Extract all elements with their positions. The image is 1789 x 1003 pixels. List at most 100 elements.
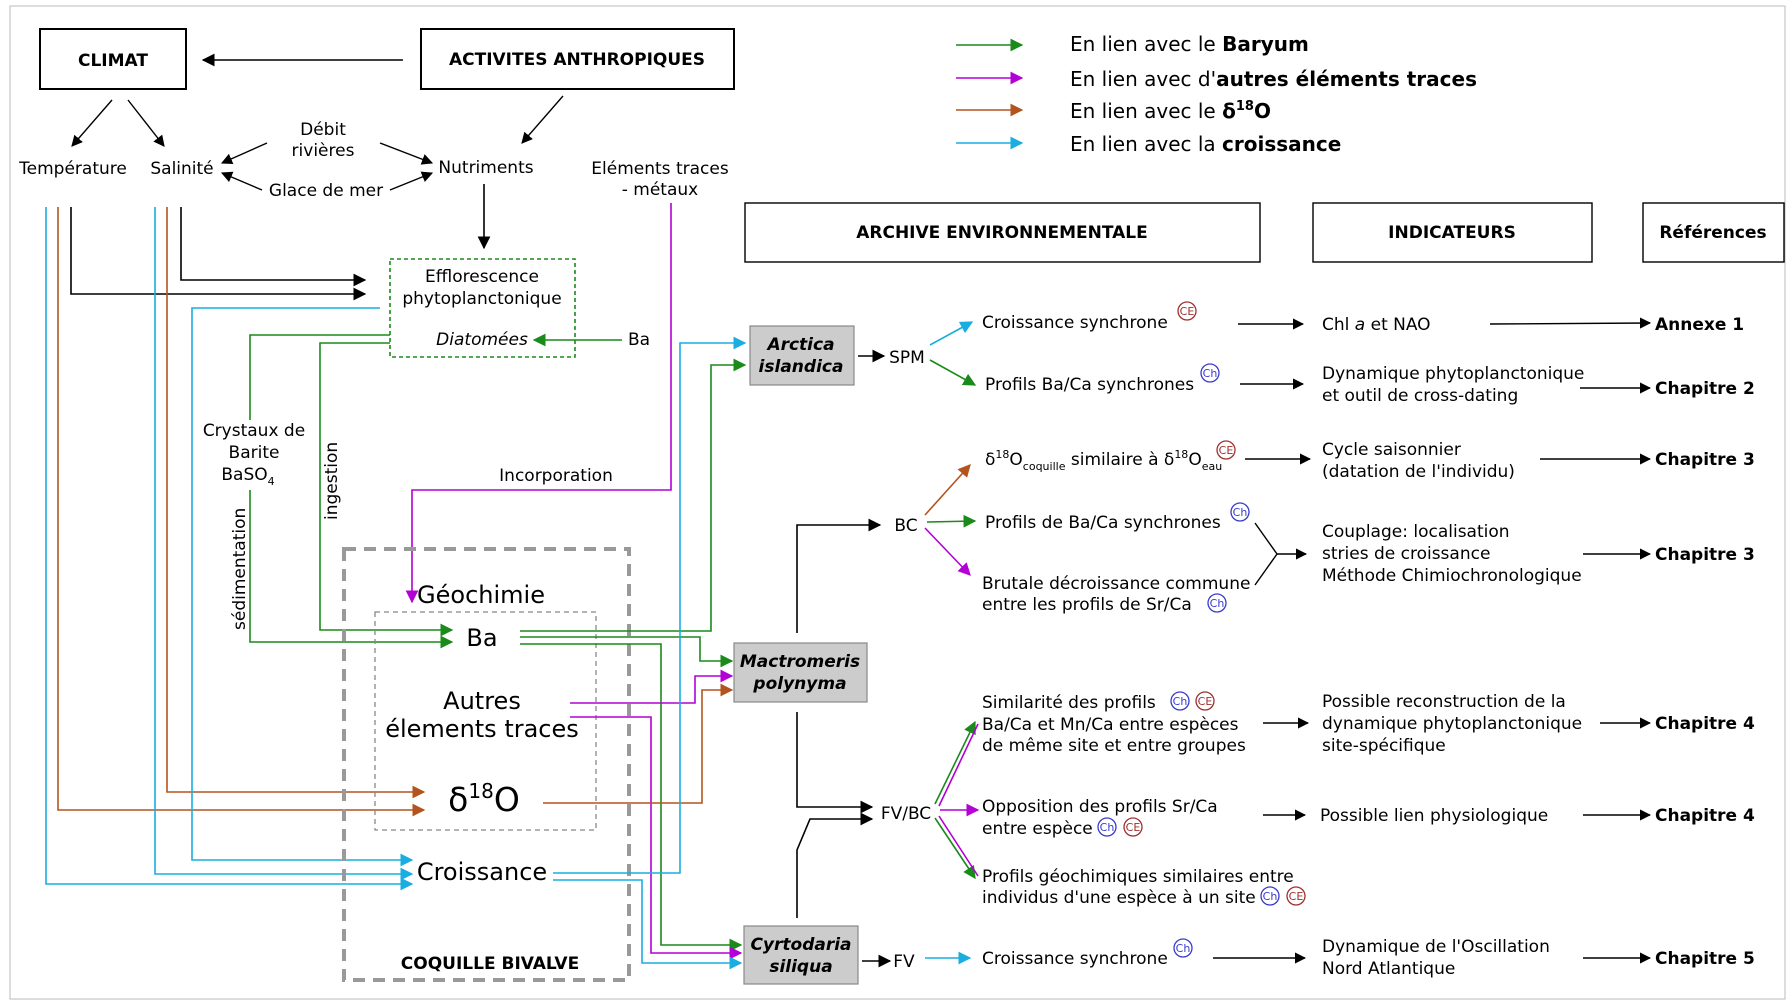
- result-4: Profils de Ba/Ca synchrones: [985, 513, 1221, 533]
- activites-to-nutriments-arrow: [521, 95, 564, 144]
- incorporation-arrow: [405, 203, 672, 604]
- bloom-label-line1: Efflorescence: [425, 267, 539, 287]
- climat-box: [39, 28, 187, 90]
- arctica-label-line2: islandica: [759, 357, 844, 377]
- temperature-to-delta-arrow: [57, 207, 426, 817]
- delta-label: δ18O: [448, 779, 520, 819]
- outer-frame: [9, 5, 1786, 1000]
- svg-text:Ch: Ch: [1263, 890, 1278, 903]
- indicator-6: Possible lien physiologique: [1320, 806, 1548, 826]
- indicator-1: Chl a et NAO: [1322, 315, 1431, 335]
- svg-text:Ch: Ch: [1203, 367, 1218, 380]
- fvbc-to-r8-arrow-green: [934, 817, 976, 880]
- autres-to-mactromeris-arrow: [570, 669, 734, 704]
- spm-to-r1-arrow: [929, 321, 974, 346]
- site-spm: SPM: [889, 348, 925, 368]
- ch-badge: Ch: [1170, 691, 1190, 711]
- geochimie-inner-box: [374, 611, 597, 831]
- temperature-label: Température: [18, 159, 127, 179]
- geochimie-label: Géochimie: [417, 581, 545, 609]
- site-fvbc: FV/BC: [881, 804, 931, 824]
- reference-3: Chapitre 3: [1655, 450, 1755, 470]
- ce-badge: CE: [1195, 691, 1215, 711]
- spm-to-r2-arrow: [929, 359, 977, 386]
- result-6-line1: Similarité des profils: [982, 693, 1156, 713]
- mactromeris-to-bc-arrow: [796, 518, 882, 633]
- reference-6: Chapitre 4: [1655, 806, 1755, 826]
- elements-label-line2: - métaux: [622, 180, 698, 200]
- indicateurs-header-box: [1312, 202, 1593, 263]
- indicator-2-line1: Dynamique phytoplanctonique: [1322, 364, 1584, 384]
- shell-ba-label: Ba: [466, 624, 497, 652]
- archive-header-box: [744, 202, 1261, 263]
- ch-badge: Ch: [1230, 502, 1250, 522]
- ch-badge: Ch: [1097, 817, 1117, 837]
- site-fv: FV: [893, 952, 915, 972]
- debit-to-nutriments-arrow: [379, 142, 434, 165]
- fvbc-to-r6-arrow-purple: [938, 723, 979, 807]
- legend-barium-label: En lien avec le Baryum: [1070, 32, 1309, 56]
- ce-badge: CE: [1286, 886, 1306, 906]
- sedimentation-label: sédimentation: [230, 508, 250, 630]
- bloom-ba-label: Ba: [628, 330, 650, 350]
- result-3: δ18Ocoquille similaire à δ18Oeau: [985, 448, 1222, 473]
- glace-to-nutriments-arrow: [389, 171, 434, 191]
- reference-2: Chapitre 2: [1655, 379, 1755, 399]
- svg-text:Ch: Ch: [1210, 597, 1225, 610]
- delta-to-mactromeris-arrow: [543, 683, 734, 804]
- salinite-to-croissance-arrow: [154, 207, 414, 881]
- cyrtodaria-to-fvbc-arrow: [796, 812, 874, 918]
- legend-delta18o-label: En lien avec le δ18O: [1070, 99, 1271, 123]
- ingestion-arrow: [319, 342, 454, 637]
- i1-to-ref1-arrow: [1489, 317, 1652, 329]
- result-5-line2: entre les profils de Sr/Ca: [982, 595, 1192, 615]
- indicator-3-line2: (datation de l'individu): [1322, 462, 1515, 482]
- croissance-label: Croissance: [417, 858, 547, 886]
- bloom-to-croissance-arrow: [191, 307, 414, 867]
- arctica-box: [749, 325, 855, 386]
- references-header: Références: [1659, 223, 1766, 243]
- result-8-line1: Profils géochimiques similaires entre: [982, 867, 1294, 887]
- debit-label-line1: Débit: [300, 120, 346, 140]
- temperature-to-croissance-arrow: [45, 207, 414, 891]
- indicateurs-header: INDICATEURS: [1388, 223, 1516, 243]
- indicator-5-line3: site-spécifique: [1322, 736, 1446, 756]
- ba-to-arctica-arrow: [520, 358, 747, 632]
- cyrtodaria-label-line1: Cyrtodaria: [750, 935, 851, 955]
- nutriments-label: Nutriments: [438, 158, 533, 178]
- svg-text:Ch: Ch: [1233, 506, 1248, 519]
- indicator-7-line2: Nord Atlantique: [1322, 959, 1455, 979]
- autres-label-line2: élements traces: [385, 715, 579, 743]
- reference-4: Chapitre 3: [1655, 545, 1755, 565]
- indicator-4-line2: stries de croissance: [1322, 544, 1490, 564]
- climat-label: CLIMAT: [78, 51, 148, 71]
- mactromeris-box: [733, 642, 868, 703]
- ch-badge: Ch: [1260, 886, 1280, 906]
- result-7-line1: Opposition des profils Sr/Ca: [982, 797, 1218, 817]
- ch-badge: Ch: [1173, 938, 1193, 958]
- bloom-label-line2: phytoplanctonique: [402, 289, 561, 309]
- elements-label-line1: Eléments traces: [591, 159, 729, 179]
- glace-to-salinite-arrow: [220, 171, 263, 191]
- mactromeris-to-fvbc-arrow: [796, 712, 874, 814]
- r4r5-to-i4-bracket: [1254, 522, 1278, 586]
- debit-label-line2: rivières: [292, 141, 355, 161]
- result-9: Croissance synchrone: [982, 949, 1168, 969]
- croissance-to-arctica-arrow: [553, 336, 747, 874]
- bc-to-r4-arrow: [926, 514, 977, 528]
- sedimentation-path: [249, 334, 390, 420]
- activites-label: ACTIVITES ANTHROPIQUES: [449, 50, 705, 70]
- ch-badge: Ch: [1200, 363, 1220, 383]
- reference-7: Chapitre 5: [1655, 949, 1755, 969]
- ce-badge: CE: [1177, 301, 1197, 321]
- mactromeris-label-line2: polynyma: [752, 674, 846, 694]
- indicator-7-line1: Dynamique de l'Oscillation: [1322, 937, 1550, 957]
- shell-outer-box: [342, 547, 631, 982]
- ba-to-mactromeris-arrow: [520, 636, 734, 668]
- diatomees-label: Diatomées: [436, 330, 528, 350]
- croissance-to-cyrtodaria-arrow: [553, 879, 743, 970]
- temperature-to-bloom-arrow: [70, 207, 367, 301]
- ba-to-cyrtodaria-arrow: [520, 643, 743, 952]
- result-7-line2: entre espèce: [982, 819, 1093, 839]
